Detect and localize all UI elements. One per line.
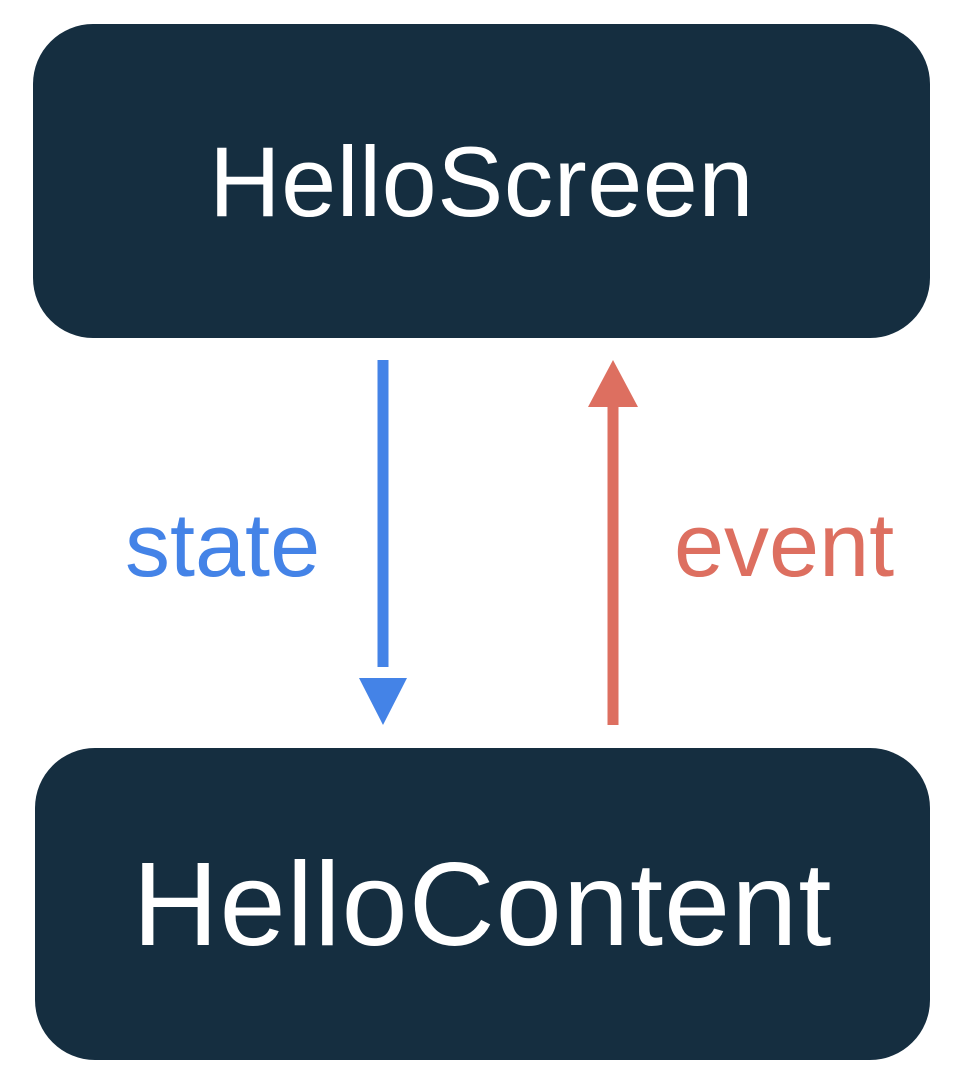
- hello-screen-label: HelloScreen: [209, 125, 754, 237]
- state-flow-label: state: [125, 496, 321, 596]
- event-flow-label: event: [674, 496, 895, 596]
- event-arrow: [588, 360, 638, 725]
- state-arrow: [359, 360, 407, 725]
- hello-content-box: HelloContent: [35, 748, 930, 1060]
- state-arrowhead-down-icon: [359, 678, 407, 725]
- hello-screen-box: HelloScreen: [33, 24, 930, 338]
- hello-content-label: HelloContent: [132, 837, 833, 971]
- event-arrowhead-up-icon: [588, 360, 638, 407]
